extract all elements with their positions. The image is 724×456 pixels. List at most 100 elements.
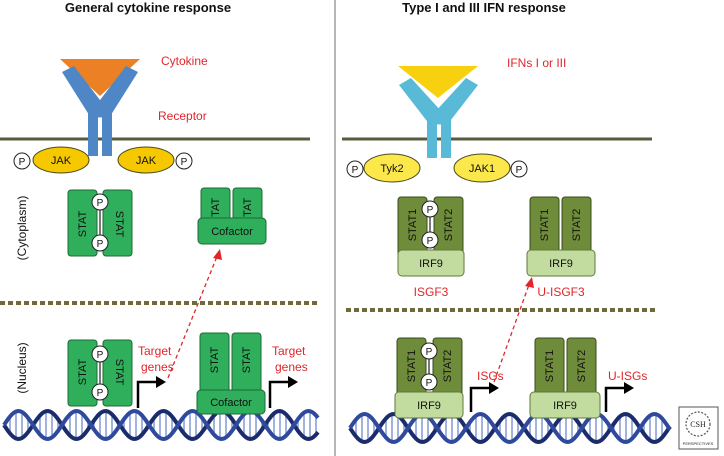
jak1-label: JAK1 [469, 163, 495, 175]
stat1-phospho [421, 200, 439, 218]
irf9-box [394, 391, 464, 419]
jak-right-phospho [175, 152, 193, 170]
stat2-label: STAT2 [571, 209, 583, 242]
csh-perspectives-logo: CSH PERSPECTIVES [678, 406, 719, 450]
stat1-phospho-label: P [426, 347, 433, 358]
u-isgf3-label: U-ISGF3 [537, 285, 585, 299]
stat-dimer-cytoplasm: STAT STAT P P [67, 189, 133, 257]
irf9-label: IRF9 [553, 400, 577, 412]
ifn-ligand [398, 66, 478, 98]
translocation-arrow [167, 253, 219, 379]
stat2-phospho-label: P [426, 378, 433, 389]
u-isgf3-complex: STAT1 STAT2 IRF9 [526, 196, 596, 277]
jak-left-phospho-label: P [19, 157, 26, 168]
cofactor-label: Cofactor [211, 226, 253, 238]
stat-label: STAT [209, 346, 221, 373]
logo-subtext: PERSPECTIVES [683, 441, 714, 446]
jak-right-label: JAK [136, 155, 157, 167]
translocation-arrowhead [525, 277, 534, 288]
stat2-label: STAT2 [442, 350, 454, 383]
ifn-label: IFNs I or III [507, 56, 566, 70]
irf9-label: IRF9 [419, 258, 443, 270]
receptor-label: Receptor [158, 109, 207, 123]
stat1-phospho [420, 342, 438, 360]
isgf3-complex-nucleus: STAT1 STAT2 P P IRF9 [394, 337, 464, 419]
stat-label: STAT [113, 359, 125, 386]
transcription-start-arrow [604, 386, 626, 412]
jak-left [32, 146, 90, 174]
stat-label: STAT [241, 346, 253, 373]
jak-left-label: JAK [51, 155, 72, 167]
logo-text: CSH [690, 420, 706, 429]
stat-label: STAT [77, 210, 89, 237]
isgf3-complex: STAT1 STAT2 P P IRF9 [397, 196, 465, 277]
stat-phospho [91, 345, 109, 363]
target-genes-label: genes [141, 360, 174, 374]
right-panel-title: Type I and III IFN response [402, 0, 566, 15]
tyk2-phospho-label: P [352, 165, 359, 176]
stat1-label: STAT1 [407, 209, 419, 242]
jak1-phospho-label: P [516, 165, 523, 176]
jak1 [453, 153, 511, 183]
cytokine-ligand [60, 59, 140, 96]
dna-helix-right [348, 411, 672, 445]
stat2-phospho-label: P [427, 236, 434, 247]
transcription-start-arrowhead [288, 376, 298, 388]
stat-label: STAT [113, 211, 125, 238]
transcription-start-arrowhead [489, 382, 499, 394]
stat2-label: STAT2 [576, 350, 588, 383]
cytoplasm-label: (Cytoplasm) [15, 196, 29, 261]
cytokine-label: Cytokine [161, 54, 208, 68]
u-isgs-label: U-ISGs [608, 369, 647, 383]
isgs-label: ISGs [477, 369, 504, 383]
nucleus-label: (Nucleus) [15, 342, 29, 393]
translocation-arrowhead [213, 249, 222, 260]
cofactor-label: Cofactor [210, 397, 252, 409]
tyk2 [363, 153, 421, 183]
dna-helix-left [2, 408, 320, 442]
stat-phospho [91, 234, 109, 252]
dna-strand [348, 411, 672, 445]
isgf3-label: ISGF3 [414, 285, 449, 299]
irf9-box [529, 391, 601, 419]
jak-left-phospho [13, 152, 31, 170]
stat-phospho-label: P [97, 198, 104, 209]
target-genes-label: genes [275, 360, 308, 374]
dna-strand [2, 408, 320, 442]
translocation-arrow [493, 281, 531, 383]
irf9-label: IRF9 [549, 258, 573, 270]
irf9-label: IRF9 [417, 400, 441, 412]
stat-cofactor-complex-cytoplasm: STAT STAT Cofactor [197, 187, 267, 245]
stat-phospho [91, 383, 109, 401]
target-genes-label: Target [138, 344, 172, 358]
irf9-box [526, 249, 596, 277]
stat1-phospho-label: P [427, 205, 434, 216]
jak-right [117, 146, 175, 174]
stat2-phospho [420, 373, 438, 391]
stat-dimer-nucleus: STAT STAT P P [67, 339, 133, 407]
stat2-phospho [421, 231, 439, 249]
tyk2-phospho [346, 160, 364, 178]
stat-phospho-label: P [97, 350, 104, 361]
stat-phospho-label: P [97, 239, 104, 250]
cofactor-box [197, 217, 267, 245]
transcription-start-arrow [268, 380, 290, 408]
left-panel-title: General cytokine response [65, 0, 231, 15]
transcription-start-arrow [469, 386, 491, 412]
target-genes-label: Target [272, 344, 306, 358]
dna-strand [348, 411, 672, 445]
u-isgf3-complex-nucleus: STAT1 STAT2 IRF9 [529, 337, 601, 419]
stat1-label: STAT1 [539, 209, 551, 242]
ifn-receptor [399, 78, 478, 158]
irf9-box [397, 249, 465, 277]
tyk2-label: Tyk2 [380, 163, 403, 175]
stat-cofactor-complex-nucleus: STAT STAT Cofactor [196, 332, 266, 415]
stat1-label: STAT1 [406, 350, 418, 383]
stat-label: STAT [77, 358, 89, 385]
transcription-start-arrowhead [156, 376, 166, 388]
stat2-label: STAT2 [443, 209, 455, 242]
jak1-phospho [510, 160, 528, 178]
transcription-start-arrow [136, 380, 158, 408]
stat1-label: STAT1 [544, 350, 556, 383]
